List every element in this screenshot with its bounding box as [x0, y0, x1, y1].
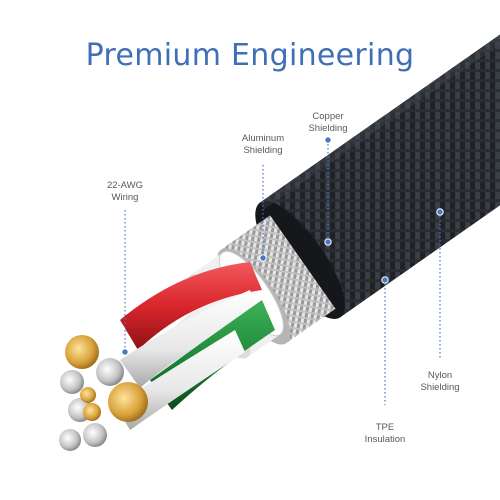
nylon-shielding-label: Nylon Shielding	[420, 370, 460, 393]
red-wire	[120, 262, 262, 350]
tpe-callout-marker	[381, 276, 389, 284]
gold-conductor-end	[80, 387, 96, 403]
silver-conductor-end	[96, 358, 124, 386]
wiring-label: 22-AWG Wiring	[106, 180, 144, 203]
copper-shielding-label: Copper Shielding	[308, 111, 348, 134]
gold-conductor-end	[83, 403, 101, 421]
aluminum-callout-marker	[259, 254, 267, 262]
silver-conductor-end	[59, 429, 81, 451]
tpe-insulation-label: TPE Insulation	[364, 422, 406, 445]
copper-callout-top-marker	[324, 136, 332, 144]
wiring-callout-marker	[121, 348, 129, 356]
nylon-callout-marker	[436, 208, 444, 216]
silver-conductor-end	[83, 423, 107, 447]
gold-conductor-end	[108, 382, 148, 422]
white-wire	[120, 290, 258, 388]
page-title: Premium Engineering	[85, 38, 415, 73]
aluminum-shielding-label: Aluminum Shielding	[241, 133, 285, 156]
silver-conductor-end	[60, 370, 84, 394]
gold-conductor-end	[65, 335, 99, 369]
copper-callout-marker	[324, 238, 332, 246]
